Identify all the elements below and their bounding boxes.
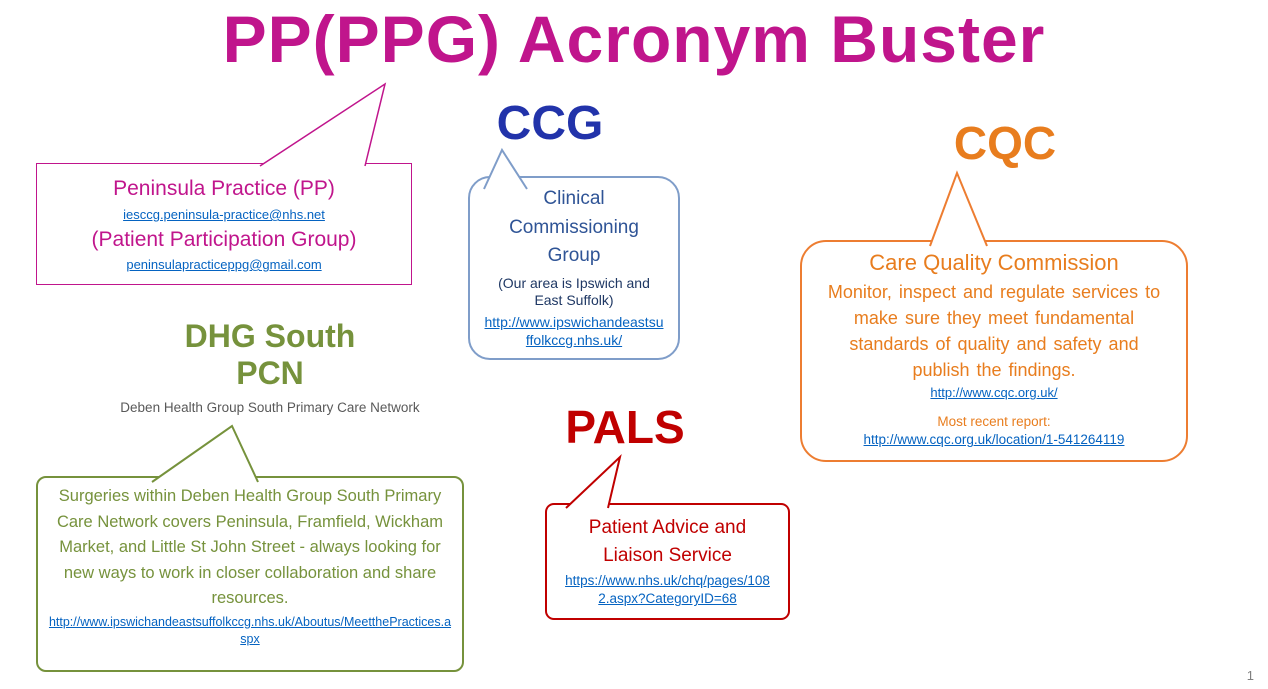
cqc-full-name: Care Quality Commission [869, 250, 1119, 275]
ccg-callout: Clinical Commissioning Group (Our area i… [468, 176, 680, 360]
cqc-report-link[interactable]: http://www.cqc.org.uk/location/1-5412641… [863, 432, 1125, 448]
ccg-area-note: (Our area is Ipswich and East Suffolk) [498, 274, 650, 309]
cqc-callout: Care Quality Commission Monitor, inspect… [800, 240, 1188, 462]
cqc-report-label: Most recent report: [937, 414, 1051, 430]
pals-full-name: Patient Advice and Liaison Service [588, 517, 747, 566]
pp-callout-tail [259, 82, 387, 167]
ppg-name: (Patient Participation Group) [91, 228, 357, 251]
pp-email-link[interactable]: iesccg.peninsula-practice@nhs.net [123, 207, 325, 222]
cqc-description: Monitor, inspect and regulate services t… [827, 282, 1161, 381]
pp-name: Peninsula Practice (PP) [113, 177, 335, 200]
dhg-link[interactable]: http://www.ipswichandeastsuffolkccg.nhs.… [48, 614, 452, 646]
pp-callout: Peninsula Practice (PP) iesccg.peninsula… [36, 163, 412, 285]
slide-title: PP(PPG) Acronym Buster [222, 2, 1046, 76]
ccg-callout-tail [483, 147, 528, 190]
dhg-heading: DHG South PCN [184, 318, 356, 391]
dhg-subtitle: Deben Health Group South Primary Care Ne… [120, 400, 420, 415]
dhg-callout: Surgeries within Deben Health Group Sout… [36, 476, 464, 672]
dhg-callout-tail [151, 424, 259, 483]
ccg-full-name: Clinical Commissioning Group [509, 188, 639, 266]
ppg-email-link[interactable]: peninsulapracticeppg@gmail.com [126, 257, 322, 272]
pals-callout-tail [565, 453, 622, 509]
cqc-link[interactable]: http://www.cqc.org.uk/ [930, 385, 1058, 401]
page-number: 1 [1246, 668, 1254, 683]
pals-callout: Patient Advice and Liaison Service https… [545, 503, 790, 620]
ccg-link[interactable]: http://www.ipswichandeastsuffolkccg.nhs.… [484, 313, 664, 348]
pals-link[interactable]: https://www.nhs.uk/chq/pages/1082.aspx?C… [565, 573, 770, 607]
ccg-heading: CCG [496, 97, 604, 150]
cqc-callout-tail [929, 170, 988, 247]
pals-heading: PALS [565, 401, 685, 453]
dhg-description: Surgeries within Deben Health Group Sout… [56, 487, 444, 608]
cqc-heading: CQC [953, 117, 1057, 169]
